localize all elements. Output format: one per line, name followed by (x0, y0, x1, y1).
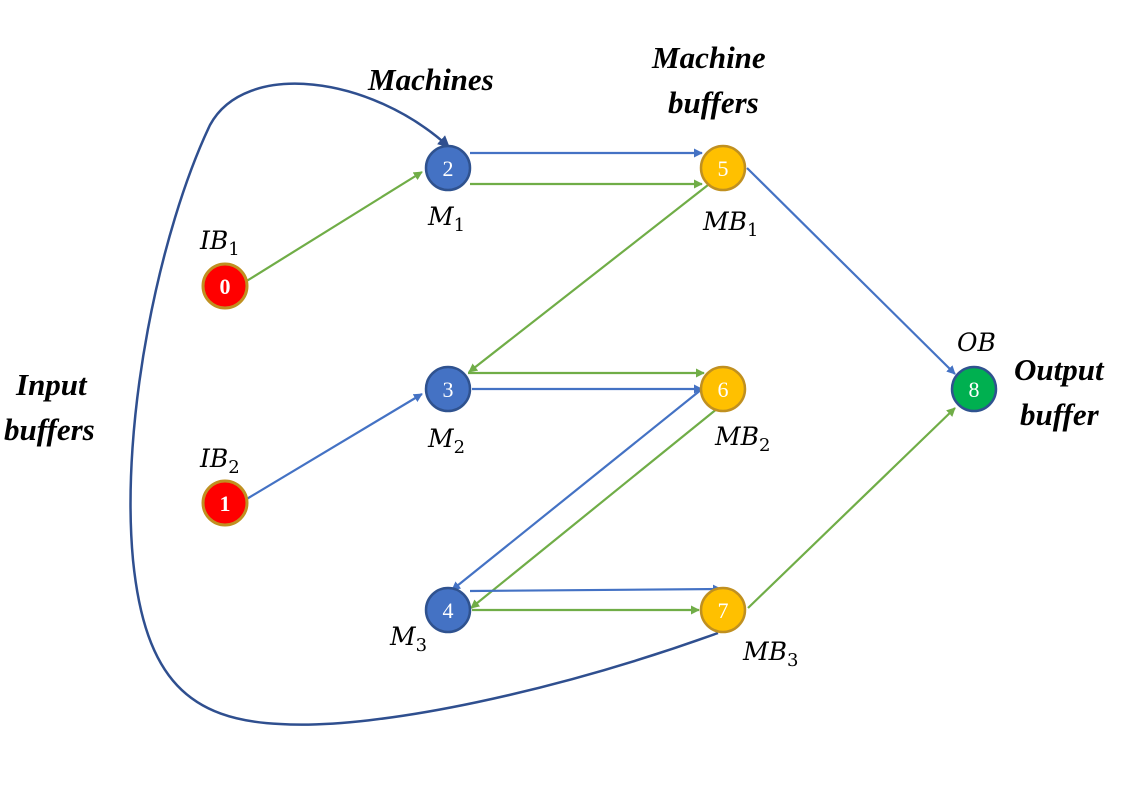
label-m3-main: M (389, 622, 417, 651)
node-5-id: 5 (718, 156, 729, 181)
node-4-id: 4 (443, 598, 454, 623)
input-buffers-label-line2: buffers (4, 412, 95, 447)
label-m2: M2 (427, 424, 465, 458)
node-4-circle (424, 586, 472, 634)
label-m1-sub: 1 (454, 215, 465, 236)
node-8-id: 8 (969, 377, 980, 402)
output-buffer-label-line1: Output (1014, 352, 1105, 387)
label-m1: M1 (427, 202, 465, 236)
machines-label: Machines (367, 62, 494, 97)
label-mb3: MB3 (742, 637, 798, 671)
edge-6-to-4-green (470, 407, 719, 609)
edge-1-to-3 (244, 393, 423, 501)
label-mb2: MB2 (714, 422, 770, 456)
node-1-id: 1 (220, 491, 231, 516)
label-ib2-main: IB (199, 444, 228, 473)
edge-0-to-2 (244, 171, 423, 283)
node-0-circle (201, 262, 249, 310)
node-5-circle (699, 144, 747, 192)
node-7-circle (699, 586, 747, 634)
label-ob: OB (957, 328, 996, 357)
label-m1-main: M (427, 202, 455, 231)
label-mb3-sub: 3 (787, 650, 798, 671)
machine-buffers-label-line1: Machine (651, 40, 766, 75)
node-1: 1 (201, 479, 249, 527)
node-3-id: 3 (443, 377, 454, 402)
machine-buffers-label-line2: buffers (668, 85, 759, 120)
label-mb2-main: MB (714, 422, 759, 451)
node-3: 3 (424, 365, 472, 413)
node-3-circle (424, 365, 472, 413)
input-buffers-label-line1: Input (15, 367, 88, 402)
label-m3: M3 (389, 622, 427, 656)
node-7-id: 7 (718, 598, 729, 623)
node-1-circle (201, 479, 249, 527)
label-mb1: MB1 (702, 207, 758, 241)
node-0: 0 (201, 262, 249, 310)
label-m3-sub: 3 (416, 635, 427, 656)
node-7: 7 (699, 586, 747, 634)
label-ib1-sub: 1 (228, 239, 239, 260)
node-0-id: 0 (220, 274, 231, 299)
node-6-circle (699, 365, 747, 413)
edge-5-to-3 (468, 184, 709, 373)
node-8-circle (950, 365, 998, 413)
node-8: 8 (950, 365, 998, 413)
node-4: 4 (424, 586, 472, 634)
edge-7-to-8 (747, 407, 956, 609)
label-m2-main: M (427, 424, 455, 453)
output-buffer-label-line2: buffer (1020, 397, 1100, 432)
label-ib1-main: IB (199, 226, 228, 255)
edge-4-to-7-blue (469, 584, 722, 594)
node-6: 6 (699, 365, 747, 413)
label-mb1-main: MB (702, 207, 747, 236)
label-ib1: IB1 (199, 226, 240, 260)
label-mb2-sub: 2 (759, 435, 770, 456)
node-2-id: 2 (443, 156, 454, 181)
edge-5-to-8 (746, 167, 956, 375)
node-5: 5 (699, 144, 747, 192)
label-mb1-sub: 1 (747, 220, 758, 241)
nodes: 0 1 2 3 4 5 6 7 (201, 144, 998, 634)
node-labels: IB1 IB2 M1 M2 M3 MB1 MB2 MB3 OB (199, 202, 996, 671)
node-6-id: 6 (718, 377, 729, 402)
edges (129, 82, 956, 726)
label-m2-sub: 2 (454, 437, 465, 458)
edge-6-to-4-blue (451, 388, 703, 591)
label-mb3-main: MB (742, 637, 787, 666)
edge-7-to-2-loop (129, 82, 719, 726)
node-2: 2 (424, 144, 472, 192)
node-2-circle (424, 144, 472, 192)
group-labels: Machines Machine buffers Input buffers O… (4, 40, 1105, 447)
label-ob-main: OB (957, 328, 996, 357)
label-ib2-sub: 2 (228, 457, 239, 478)
label-ib2: IB2 (199, 444, 240, 478)
